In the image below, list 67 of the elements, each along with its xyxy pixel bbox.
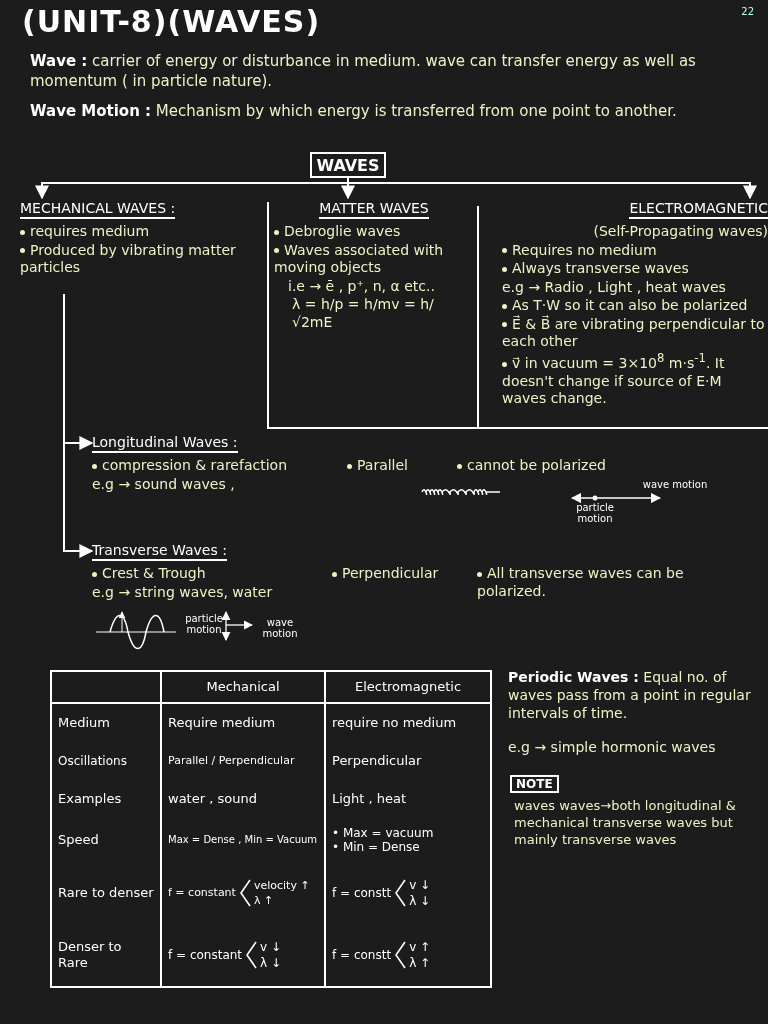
bullet-text: requires medium — [20, 223, 264, 241]
formula-text: λ = h/p = h/mv = h/√2mE — [291, 296, 435, 331]
page-title: (UNIT-8)(WAVES) — [22, 4, 321, 39]
bullet-text: Produced by vibrating matter particles — [20, 241, 237, 277]
table-cell-text: require no medium — [332, 715, 458, 731]
page-number: 22 — [741, 6, 754, 17]
formula-text: λ ↑ — [253, 894, 275, 908]
definition-text: Wave Motion : Mechanism by which energy is transferred from one point to another. — [30, 102, 678, 122]
example-text: e.g → string waves, water — [92, 583, 274, 601]
section-heading: MATTER WAVES — [319, 200, 429, 219]
table-cell-text: • Max = vacuum — [332, 825, 435, 840]
definition-text: Wave : carrier of energy or disturbance in medium. wave can transfer energy as well as momentum ( in particle nature). — [30, 52, 697, 91]
table-cell-text: Parallel / Perpendicular — [168, 754, 296, 768]
example-text: e.g → sound waves , — [92, 475, 236, 493]
note-text: i.e → ē , p⁺, n, α etc.. — [287, 277, 436, 295]
formula-text: f = constt — [332, 885, 392, 901]
section-heading: Longitudinal Waves : — [92, 434, 238, 453]
diagram-label: wave motion — [261, 618, 299, 639]
formula-text: λ ↓ — [409, 894, 431, 909]
example-text: e.g → simple hormonic waves — [508, 738, 717, 757]
bullet-text: All transverse waves can be polarized. — [477, 565, 685, 600]
formula-text: velocity ↑ — [253, 878, 310, 892]
bullet-text: compression & rarefaction — [92, 457, 342, 475]
bullet-text: Debroglie waves — [274, 223, 474, 241]
note-tag: NOTE — [510, 775, 559, 793]
bullet-text: Crest & Trough — [92, 565, 327, 583]
formula-text: f = constant — [168, 886, 236, 900]
definition-text: Periodic Waves : Equal no. of waves pass from a point in regular intervals of time. — [508, 668, 752, 723]
section-heading: ELECTROMAGNETIC — [629, 200, 768, 219]
formula-text: v ↑ — [409, 939, 431, 954]
table-cell-text: Examples — [58, 791, 123, 807]
section-heading: Transverse Waves : — [92, 542, 227, 561]
subtitle-text: (Self-Propagating waves) — [592, 223, 768, 241]
category-box: WAVES — [310, 152, 386, 178]
table-cell-text: Require medium — [168, 715, 277, 731]
bullet-text: cannot be polarized — [457, 457, 677, 475]
table-cell-text: Perpendicular — [332, 753, 423, 769]
connector-arrow — [63, 293, 94, 558]
table-cell-text: Denser to Rare — [58, 939, 123, 971]
table-cell-text: Electromagnetic — [353, 679, 463, 695]
formula-text: f = constt — [332, 947, 392, 963]
bullet-text: Perpendicular — [332, 565, 472, 583]
table-cell-text: water , sound — [168, 791, 258, 807]
note-text: waves waves→both longitudinal & mechanical transverse waves but mainly transverse waves — [514, 798, 737, 849]
bullet-text: v⃗ in vacuum = 3×10$^{8}$ m·s$^{-1}$. It doesn't change if source of E·M waves change. — [501, 351, 726, 408]
table-cell-text: Oscillations — [58, 753, 128, 769]
section-heading: MECHANICAL WAVES : — [20, 200, 176, 219]
table-cell: Max = Dense , Min = Vacuum — [168, 834, 318, 846]
bullet-text: Parallel — [347, 457, 447, 475]
bullet-text: Always transverse waves — [484, 260, 768, 278]
formula-text: λ ↓ — [260, 956, 282, 971]
table-cell-text: Light , heat — [332, 791, 408, 807]
bullet-text: As T·W so it can also be polarized — [484, 297, 768, 315]
table-cell-text: Speed — [58, 832, 100, 848]
diagram-label: wave motion — [641, 480, 709, 491]
formula-text: λ ↑ — [409, 956, 431, 971]
table-cell-text: Medium — [58, 715, 111, 731]
formula-text: v ↓ — [260, 939, 282, 954]
formula-text: f = constant — [168, 947, 243, 963]
table-cell: Rare to denser — [58, 885, 154, 901]
diagram-label: particle motion — [575, 503, 615, 524]
diagram-label: particle motion — [184, 614, 224, 635]
note-text: e.g → Radio , Light , heat waves — [501, 278, 727, 296]
formula-text: v ↓ — [409, 877, 431, 892]
bullet-text: Requires no medium — [484, 241, 768, 259]
table-cell-text: Mechanical — [205, 679, 281, 695]
table-cell-text: • Min = Dense — [332, 840, 421, 855]
